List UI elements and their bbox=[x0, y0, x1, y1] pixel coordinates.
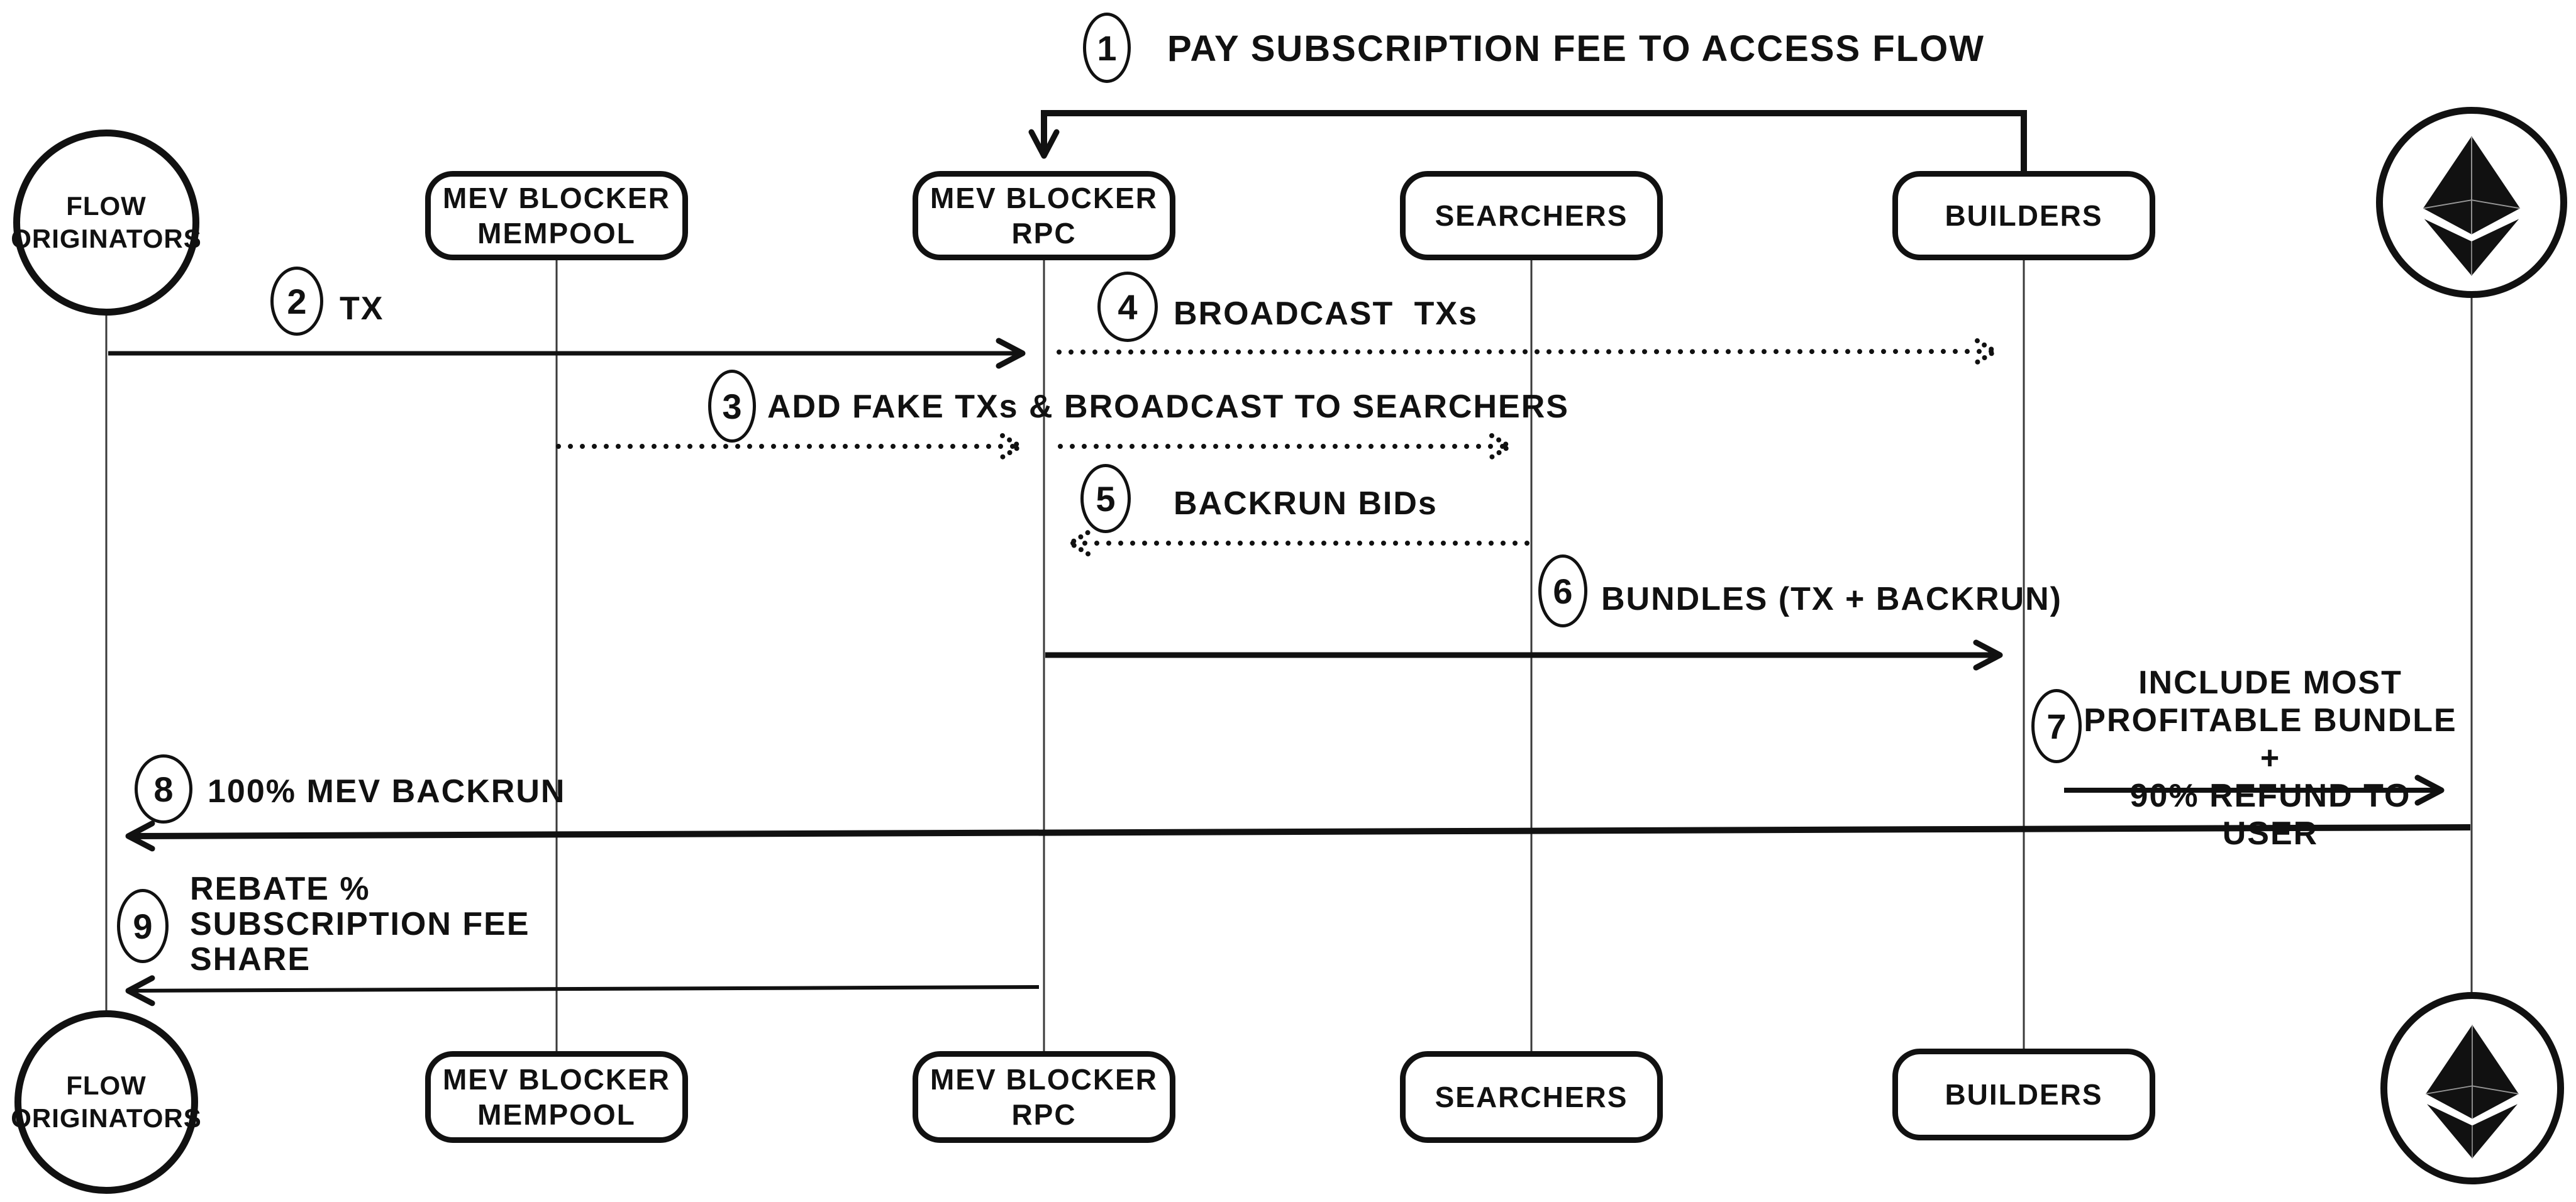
message-label-5: BACKRUN BIDs bbox=[1174, 485, 1438, 522]
message-label-7-line3: 90% REFUND TO USER bbox=[2129, 778, 2411, 852]
participant-mev-blocker-mempool-top: MEV BLOCKER MEMPOOL bbox=[425, 171, 688, 260]
ethereum-logo-icon bbox=[2423, 136, 2521, 276]
participant-label: MEV BLOCKER bbox=[930, 181, 1158, 214]
participant-label: FLOW bbox=[66, 1070, 147, 1100]
participant-mev-blocker-rpc-top: MEV BLOCKER RPC bbox=[913, 171, 1175, 260]
participant-label: BUILDERS bbox=[1945, 199, 2103, 232]
step-number: 1 bbox=[1097, 28, 1117, 68]
arrow-msg8-mev-backrun bbox=[125, 820, 2471, 852]
participant-label: RPC bbox=[1011, 217, 1077, 250]
step-badge-6: 6 bbox=[1538, 554, 1587, 627]
step-number: 5 bbox=[1096, 478, 1116, 519]
arrow-msg4-broadcast-txs bbox=[1057, 351, 1995, 352]
message-label-3: ADD FAKE TXs & BROADCAST TO SEARCHERS bbox=[767, 389, 1569, 425]
message-label-9-line3: SHARE bbox=[190, 941, 311, 978]
participant-label: MEMPOOL bbox=[477, 217, 636, 250]
message-label-9-line1: REBATE % bbox=[190, 871, 370, 907]
participant-label: BUILDERS bbox=[1945, 1078, 2103, 1111]
participant-ethereum-top bbox=[2376, 107, 2567, 298]
participant-flow-originators-bottom: FLOW ORIGINATORS bbox=[11, 1010, 202, 1194]
message-label-7-line2: PROFITABLE BUNDLE + bbox=[2084, 702, 2457, 776]
step-number: 9 bbox=[133, 906, 153, 946]
message-label-7: INCLUDE MOST PROFITABLE BUNDLE + 90% REF… bbox=[2082, 664, 2459, 852]
step-badge-3: 3 bbox=[708, 370, 756, 443]
step-badge-9: 9 bbox=[117, 889, 169, 963]
participant-label: ORIGINATORS bbox=[11, 224, 202, 253]
message-label-1: PAY SUBSCRIPTION FEE TO ACCESS FLOW bbox=[1167, 28, 1985, 69]
participant-builders-top: BUILDERS bbox=[1892, 171, 2155, 260]
message-label-9-line2: SUBSCRIPTION FEE bbox=[190, 906, 530, 942]
participant-searchers-bottom: SEARCHERS bbox=[1400, 1051, 1663, 1143]
participant-label: SEARCHERS bbox=[1435, 199, 1628, 232]
step-badge-7: 7 bbox=[2031, 689, 2082, 763]
step-number: 7 bbox=[2046, 706, 2067, 746]
step-badge-8: 8 bbox=[135, 754, 192, 824]
step-number: 8 bbox=[153, 769, 174, 809]
step-badge-5: 5 bbox=[1080, 464, 1131, 533]
participant-builders-bottom: BUILDERS bbox=[1892, 1049, 2155, 1140]
ethereum-logo-icon bbox=[2426, 1025, 2519, 1159]
participant-label: ORIGINATORS bbox=[11, 1103, 202, 1133]
message-label-4: BROADCAST TXs bbox=[1174, 295, 1479, 332]
participant-label: MEV BLOCKER bbox=[930, 1062, 1158, 1096]
step-number: 2 bbox=[287, 281, 307, 321]
participant-label: RPC bbox=[1011, 1098, 1077, 1131]
participant-flow-originators-top: FLOW ORIGINATORS bbox=[11, 130, 202, 316]
participant-searchers-top: SEARCHERS bbox=[1400, 171, 1663, 260]
step-number: 4 bbox=[1118, 287, 1138, 327]
step-badge-2: 2 bbox=[270, 267, 323, 336]
participant-label: FLOW bbox=[66, 190, 147, 221]
step-badge-1: 1 bbox=[1083, 13, 1131, 83]
message-label-7-line1: INCLUDE MOST bbox=[2138, 664, 2402, 701]
participant-mev-blocker-rpc-bottom: MEV BLOCKER RPC bbox=[913, 1051, 1175, 1143]
step-badge-4: 4 bbox=[1097, 272, 1158, 342]
participant-label: MEV BLOCKER bbox=[443, 1062, 670, 1096]
participant-ethereum-bottom bbox=[2380, 992, 2564, 1184]
step-number: 3 bbox=[722, 386, 742, 426]
message-label-9: REBATE % SUBSCRIPTION FEE SHARE bbox=[190, 871, 530, 977]
message-label-2: TX bbox=[340, 290, 384, 327]
arrow-msg9-rebate bbox=[125, 975, 1040, 1006]
message-label-6: BUNDLES (TX + BACKRUN) bbox=[1601, 581, 2062, 617]
lifelines bbox=[105, 260, 2473, 1051]
arrow-msg1-pay-subscription bbox=[1028, 110, 2027, 171]
step-number: 6 bbox=[1553, 571, 1573, 611]
participant-label: SEARCHERS bbox=[1435, 1080, 1628, 1113]
participant-label: MEV BLOCKER bbox=[443, 181, 670, 214]
participant-mev-blocker-mempool-bottom: MEV BLOCKER MEMPOOL bbox=[425, 1051, 688, 1143]
participant-label: MEMPOOL bbox=[477, 1098, 636, 1131]
message-label-8: 100% MEV BACKRUN bbox=[208, 773, 566, 810]
